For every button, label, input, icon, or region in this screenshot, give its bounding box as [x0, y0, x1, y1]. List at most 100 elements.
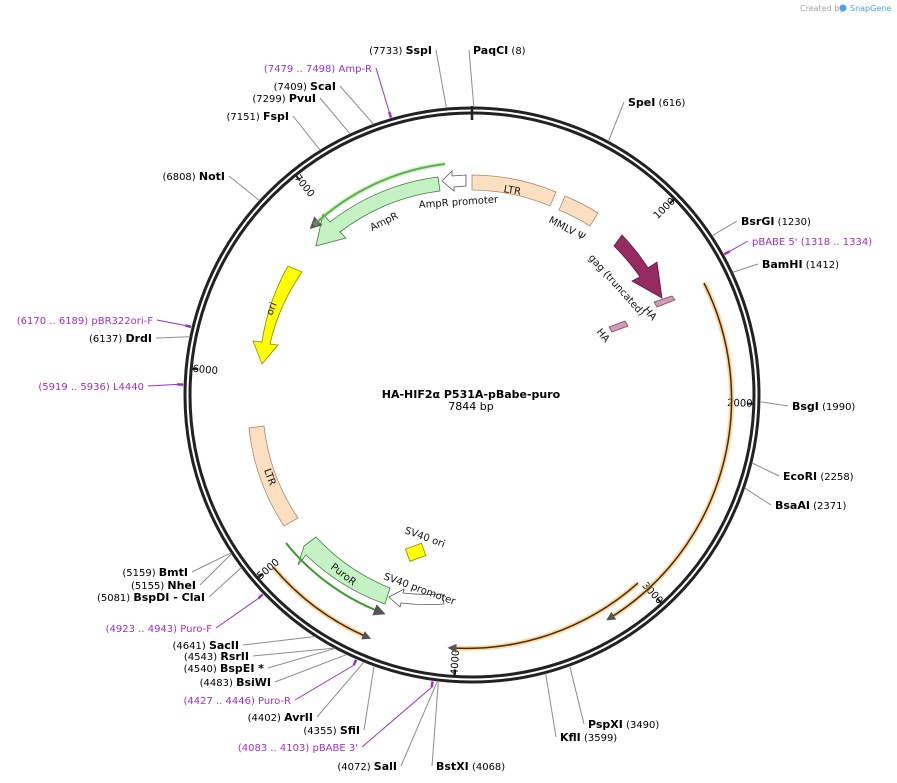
- feature-ampr-promoter[interactable]: [441, 170, 467, 192]
- site-label-19[interactable]: (5159) BmtI: [122, 566, 188, 579]
- site-name: NheI: [167, 579, 196, 592]
- feature-ltr-top[interactable]: [471, 174, 557, 207]
- primer-label-3[interactable]: (5919 .. 5936) L4440: [38, 382, 144, 393]
- site-link-12: [316, 661, 365, 718]
- feature-ha-1[interactable]: [653, 295, 676, 308]
- plasmid-name: HA-HIF2α P531A-pBabe-puro: [382, 388, 561, 401]
- site-link-14: [267, 647, 336, 669]
- site-name: SacII: [209, 639, 239, 652]
- feature-mmlv-psi[interactable]: [558, 195, 599, 227]
- site-pos: (3490): [623, 720, 660, 731]
- primer-range: (1318 .. 1334): [801, 237, 873, 248]
- primer-mark-5: [352, 659, 358, 666]
- site-label-7[interactable]: PspXI (3490): [588, 718, 659, 731]
- feature-puror-orf: [285, 542, 386, 616]
- site-label-22[interactable]: (7151) FspI: [227, 110, 289, 123]
- site-link-0: [468, 49, 475, 108]
- site-label-14[interactable]: (4540) BspEI *: [184, 662, 265, 675]
- site-label-20[interactable]: (6137) DrdI: [89, 332, 152, 345]
- feature-puror[interactable]: [297, 536, 391, 605]
- feature-ampr[interactable]: [315, 176, 441, 247]
- site-pos: (8): [508, 46, 525, 57]
- site-pos: (6808): [162, 172, 198, 183]
- site-label-25[interactable]: (7733) SspI: [369, 44, 432, 57]
- feature-ampr-orf-glow: [312, 161, 446, 227]
- primer-name: L4440: [113, 382, 144, 393]
- site-link-15: [252, 647, 335, 657]
- site-label-11[interactable]: (4355) SfiI: [303, 724, 360, 737]
- site-label-3[interactable]: BamHI (1412): [762, 258, 839, 271]
- site-label-8[interactable]: KflI (3599): [560, 731, 617, 744]
- site-label-12[interactable]: (4402) AvrII: [248, 711, 313, 724]
- primer-label-0[interactable]: (7479 .. 7498) Amp-R: [264, 64, 372, 75]
- credit-brand: SnapGene: [850, 4, 891, 13]
- site-label-6[interactable]: BsaAI (2371): [775, 499, 846, 512]
- site-name: BspEI *: [220, 662, 264, 675]
- site-pos: (5159): [122, 568, 158, 579]
- site-label-15[interactable]: (4543) RsrII: [184, 650, 249, 663]
- site-link-13: [274, 653, 348, 683]
- tick-label-4000: 4000: [449, 649, 462, 675]
- site-link-3: [732, 263, 759, 273]
- primer-name: pBABE 5': [752, 237, 801, 248]
- site-label-18[interactable]: (5155) NheI: [131, 579, 196, 592]
- feature-ori-label: ori: [265, 301, 280, 317]
- site-label-13[interactable]: (4483) BsiWI: [200, 676, 271, 689]
- site-label-0[interactable]: PaqCI (8): [473, 44, 526, 57]
- primer-label-2[interactable]: (6170 .. 6189) pBR322ori-F: [17, 316, 153, 327]
- site-link-16: [242, 636, 316, 646]
- primer-link-1: [729, 240, 749, 252]
- site-label-23[interactable]: (7299) PvuI: [252, 92, 316, 105]
- orf-right-glow: [608, 281, 735, 621]
- primer-label-1[interactable]: pBABE 5' (1318 .. 1334): [752, 237, 872, 248]
- feature-sv40-promoter[interactable]: [388, 588, 445, 608]
- site-label-21[interactable]: (6808) NotI: [162, 170, 225, 183]
- site-pos: (5081): [97, 593, 133, 604]
- site-pos: (4355): [303, 726, 339, 737]
- site-label-5[interactable]: EcoRI (2258): [783, 470, 854, 483]
- site-link-20: [155, 336, 190, 339]
- site-label-2[interactable]: BsrGI (1230): [741, 215, 811, 228]
- site-link-7: [569, 665, 585, 725]
- site-link-19: [191, 552, 232, 573]
- site-link-8: [545, 673, 557, 738]
- site-link-24: [339, 85, 375, 125]
- feature-sv40-ori[interactable]: [404, 542, 427, 562]
- primer-label-4[interactable]: (4923 .. 4943) Puro-F: [106, 624, 213, 635]
- site-label-1[interactable]: SpeI (616): [628, 96, 686, 109]
- site-name: NotI: [199, 170, 225, 183]
- feature-ha-2[interactable]: [608, 320, 629, 333]
- site-label-24[interactable]: (7409) ScaI: [274, 80, 336, 93]
- feature-sv40-ori-label: SV40 ori: [403, 525, 446, 550]
- feature-ltr-left[interactable]: [248, 425, 299, 527]
- orf-bottom: [447, 582, 639, 653]
- site-name: KflI: [560, 731, 581, 744]
- site-link-18: [199, 553, 232, 586]
- primer-range: (4427 .. 4446): [183, 696, 258, 707]
- site-label-9[interactable]: BstXI (4068): [436, 760, 505, 773]
- site-pos: (4543): [184, 652, 220, 663]
- primer-range: (6170 .. 6189): [17, 316, 92, 327]
- site-name: DrdI: [125, 332, 152, 345]
- site-label-17[interactable]: (5081) BspDI - ClaI: [97, 591, 205, 604]
- site-link-4: [759, 401, 789, 407]
- site-label-4[interactable]: BsgI (1990): [792, 400, 855, 413]
- site-pos: (616): [655, 98, 685, 109]
- site-label-10[interactable]: (4072) SalI: [337, 760, 397, 773]
- primer-label-5[interactable]: (4427 .. 4446) Puro-R: [183, 696, 291, 707]
- primer-mark-4: [257, 593, 264, 600]
- site-name: FspI: [263, 110, 289, 123]
- site-pos: (2371): [810, 501, 847, 512]
- site-name: AvrII: [284, 711, 313, 724]
- primer-mark-2: [185, 324, 192, 329]
- site-pos: (7299): [252, 94, 288, 105]
- feature-gag[interactable]: [613, 234, 663, 299]
- feature-ori[interactable]: [252, 265, 303, 365]
- primer-name: Puro-R: [258, 696, 291, 707]
- primer-mark-1: [723, 250, 731, 256]
- site-pos: (1412): [803, 260, 840, 271]
- site-link-9: [431, 680, 439, 767]
- site-label-16[interactable]: (4641) SacII: [173, 639, 240, 652]
- site-pos: (1990): [819, 402, 856, 413]
- primer-label-6[interactable]: (4083 .. 4103) pBABE 3': [238, 743, 358, 754]
